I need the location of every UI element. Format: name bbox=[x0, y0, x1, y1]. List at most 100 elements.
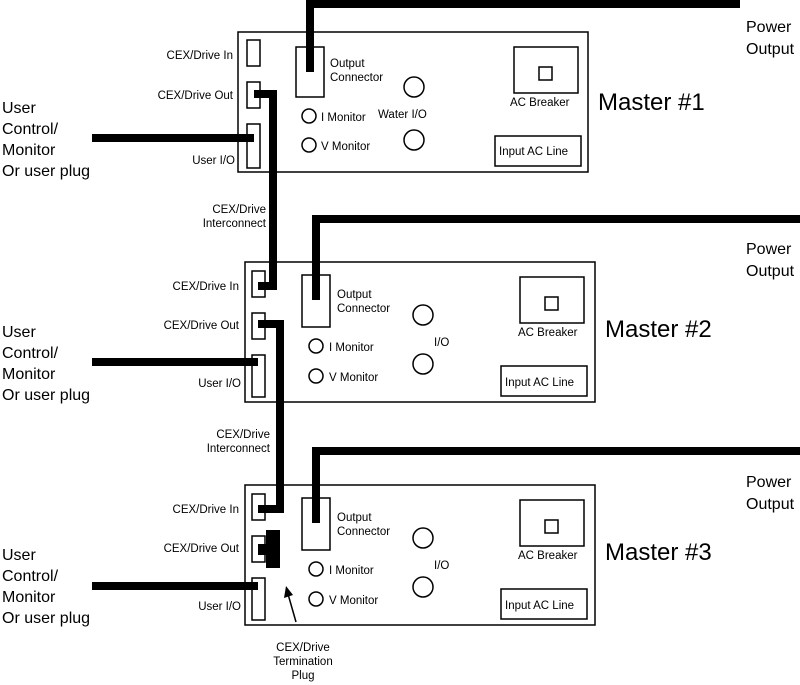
master-2-cex-out-label: CEX/Drive Out bbox=[164, 320, 240, 332]
termination-label-a: CEX/Drive bbox=[276, 642, 330, 654]
master-2-v-monitor-label: V Monitor bbox=[329, 372, 378, 384]
svg-text:Control/: Control/ bbox=[2, 121, 59, 138]
svg-text:Monitor: Monitor bbox=[2, 589, 56, 606]
svg-text:Or user plug: Or user plug bbox=[2, 387, 90, 404]
master-1-chassis bbox=[237, 31, 589, 173]
master-1-cex-in-label: CEX/Drive In bbox=[167, 50, 233, 62]
master-2-io-port-a bbox=[412, 304, 434, 326]
svg-text:Control/: Control/ bbox=[2, 345, 59, 362]
master-3-cex-out-label: CEX/Drive Out bbox=[164, 543, 240, 555]
master-1-output-label-1: Output bbox=[330, 58, 365, 70]
master-1-input-ac-line bbox=[494, 135, 582, 167]
user-control-label-2: User Control/ Monitor Or user plug bbox=[2, 324, 90, 404]
master-1-output-label-2: Connector bbox=[330, 72, 383, 84]
master-1-ac-breaker-switch bbox=[538, 66, 553, 81]
master-1-ac-breaker-label: AC Breaker bbox=[510, 97, 570, 109]
master-3-ac-breaker-switch bbox=[544, 519, 559, 534]
master-1-io-label: Water I/O bbox=[378, 109, 427, 121]
master-2-unit: CEX/Drive In CEX/Drive Out User I/O Outp… bbox=[164, 261, 712, 403]
master-3-output-label-1: Output bbox=[337, 512, 372, 524]
master-1-v-monitor-jack bbox=[301, 137, 317, 153]
master-2-i-monitor-jack bbox=[308, 338, 324, 354]
termination-label-b: Termination bbox=[273, 656, 332, 668]
svg-text:User: User bbox=[2, 324, 36, 341]
svg-text:User: User bbox=[2, 547, 36, 564]
cex-interconnect-cable-2 bbox=[258, 320, 284, 513]
master-2-io-port-b bbox=[412, 353, 434, 375]
power-output-cable-1 bbox=[306, 0, 740, 72]
master-3-input-ac-line bbox=[500, 588, 588, 620]
master-3-i-monitor-jack bbox=[308, 561, 324, 577]
interconnect-label-1b: Interconnect bbox=[203, 218, 267, 230]
power-output-cable-3 bbox=[312, 447, 800, 523]
svg-text:Monitor: Monitor bbox=[2, 366, 56, 383]
power-output-label-2b: Output bbox=[746, 263, 795, 280]
master-3-io-label: I/O bbox=[434, 560, 449, 572]
master-1-user-io-label: User I/O bbox=[192, 155, 235, 167]
master-1-io-port-b bbox=[403, 129, 425, 151]
master-3-io-port-b bbox=[412, 576, 434, 598]
svg-text:User: User bbox=[2, 100, 36, 117]
master-2-i-monitor-label: I Monitor bbox=[329, 342, 374, 354]
interconnect-label-2b: Interconnect bbox=[207, 443, 271, 455]
svg-text:Monitor: Monitor bbox=[2, 142, 56, 159]
user-control-label-1: User Control/ Monitor Or user plug bbox=[2, 100, 90, 180]
master-1-i-monitor-jack bbox=[301, 108, 317, 124]
master-3-unit: CEX/Drive In CEX/Drive Out User I/O Outp… bbox=[164, 484, 712, 626]
svg-text:Or user plug: Or user plug bbox=[2, 163, 90, 180]
master-1-v-monitor-label: V Monitor bbox=[321, 141, 370, 153]
master-1-title: Master #1 bbox=[598, 89, 705, 116]
master-2-output-label-1: Output bbox=[337, 289, 372, 301]
master-2-input-ac-label: Input AC Line bbox=[505, 377, 574, 389]
master-3-chassis bbox=[244, 484, 596, 626]
user-control-label-3: User Control/ Monitor Or user plug bbox=[2, 547, 90, 627]
master-1-i-monitor-label: I Monitor bbox=[321, 112, 366, 124]
master-3-cex-in-label: CEX/Drive In bbox=[173, 504, 239, 516]
master-1-ac-breaker bbox=[513, 46, 579, 94]
master-3-user-io-port bbox=[251, 577, 266, 621]
master-3-v-monitor-label: V Monitor bbox=[329, 595, 378, 607]
master-2-user-io-port bbox=[251, 354, 266, 398]
master-2-output-label-2: Connector bbox=[337, 303, 390, 315]
master-2-ac-breaker bbox=[519, 276, 585, 324]
power-output-label-3a: Power bbox=[746, 474, 792, 491]
master-3-v-monitor-jack bbox=[308, 591, 324, 607]
power-output-label-1b: Output bbox=[746, 41, 795, 58]
power-output-cable-2 bbox=[312, 215, 800, 300]
interconnect-label-2a: CEX/Drive bbox=[216, 429, 270, 441]
master-1-io-port-a bbox=[403, 76, 425, 98]
svg-text:Or user plug: Or user plug bbox=[2, 610, 90, 627]
master-2-chassis bbox=[244, 261, 596, 403]
master-3-user-io-label: User I/O bbox=[198, 601, 241, 613]
interconnect-label-1a: CEX/Drive bbox=[212, 204, 266, 216]
master-3-output-label-2: Connector bbox=[337, 526, 390, 538]
svg-text:Control/: Control/ bbox=[2, 568, 59, 585]
termination-label-c: Plug bbox=[291, 670, 314, 682]
master-1-user-io-port bbox=[246, 123, 261, 169]
master-2-user-io-label: User I/O bbox=[198, 378, 241, 390]
termination-arrow-head bbox=[284, 586, 293, 598]
master-3-ac-breaker-label: AC Breaker bbox=[518, 550, 578, 562]
cex-interconnect-cable-1 bbox=[254, 90, 277, 290]
master-2-cex-in-label: CEX/Drive In bbox=[173, 281, 239, 293]
master-2-v-monitor-jack bbox=[308, 368, 324, 384]
power-output-label-1a: Power bbox=[746, 19, 792, 36]
master-3-input-ac-label: Input AC Line bbox=[505, 600, 574, 612]
master-1-input-ac-label: Input AC Line bbox=[499, 146, 568, 158]
power-output-label-2a: Power bbox=[746, 241, 792, 258]
termination-arrow-line bbox=[287, 593, 297, 623]
master-3-i-monitor-label: I Monitor bbox=[329, 565, 374, 577]
termination-plug-stub bbox=[258, 544, 266, 555]
termination-plug bbox=[266, 530, 280, 568]
master-2-ac-breaker-switch bbox=[544, 296, 559, 311]
master-3-ac-breaker bbox=[519, 499, 585, 547]
master-2-title: Master #2 bbox=[605, 316, 712, 343]
master-1-unit: CEX/Drive In CEX/Drive Out User I/O Outp… bbox=[158, 31, 705, 173]
master-3-title: Master #3 bbox=[605, 539, 712, 566]
master-2-io-label: I/O bbox=[434, 337, 449, 349]
master-2-ac-breaker-label: AC Breaker bbox=[518, 327, 578, 339]
master-2-input-ac-line bbox=[500, 365, 588, 397]
master-1-cex-in-port bbox=[246, 39, 261, 67]
power-output-label-3b: Output bbox=[746, 496, 795, 513]
